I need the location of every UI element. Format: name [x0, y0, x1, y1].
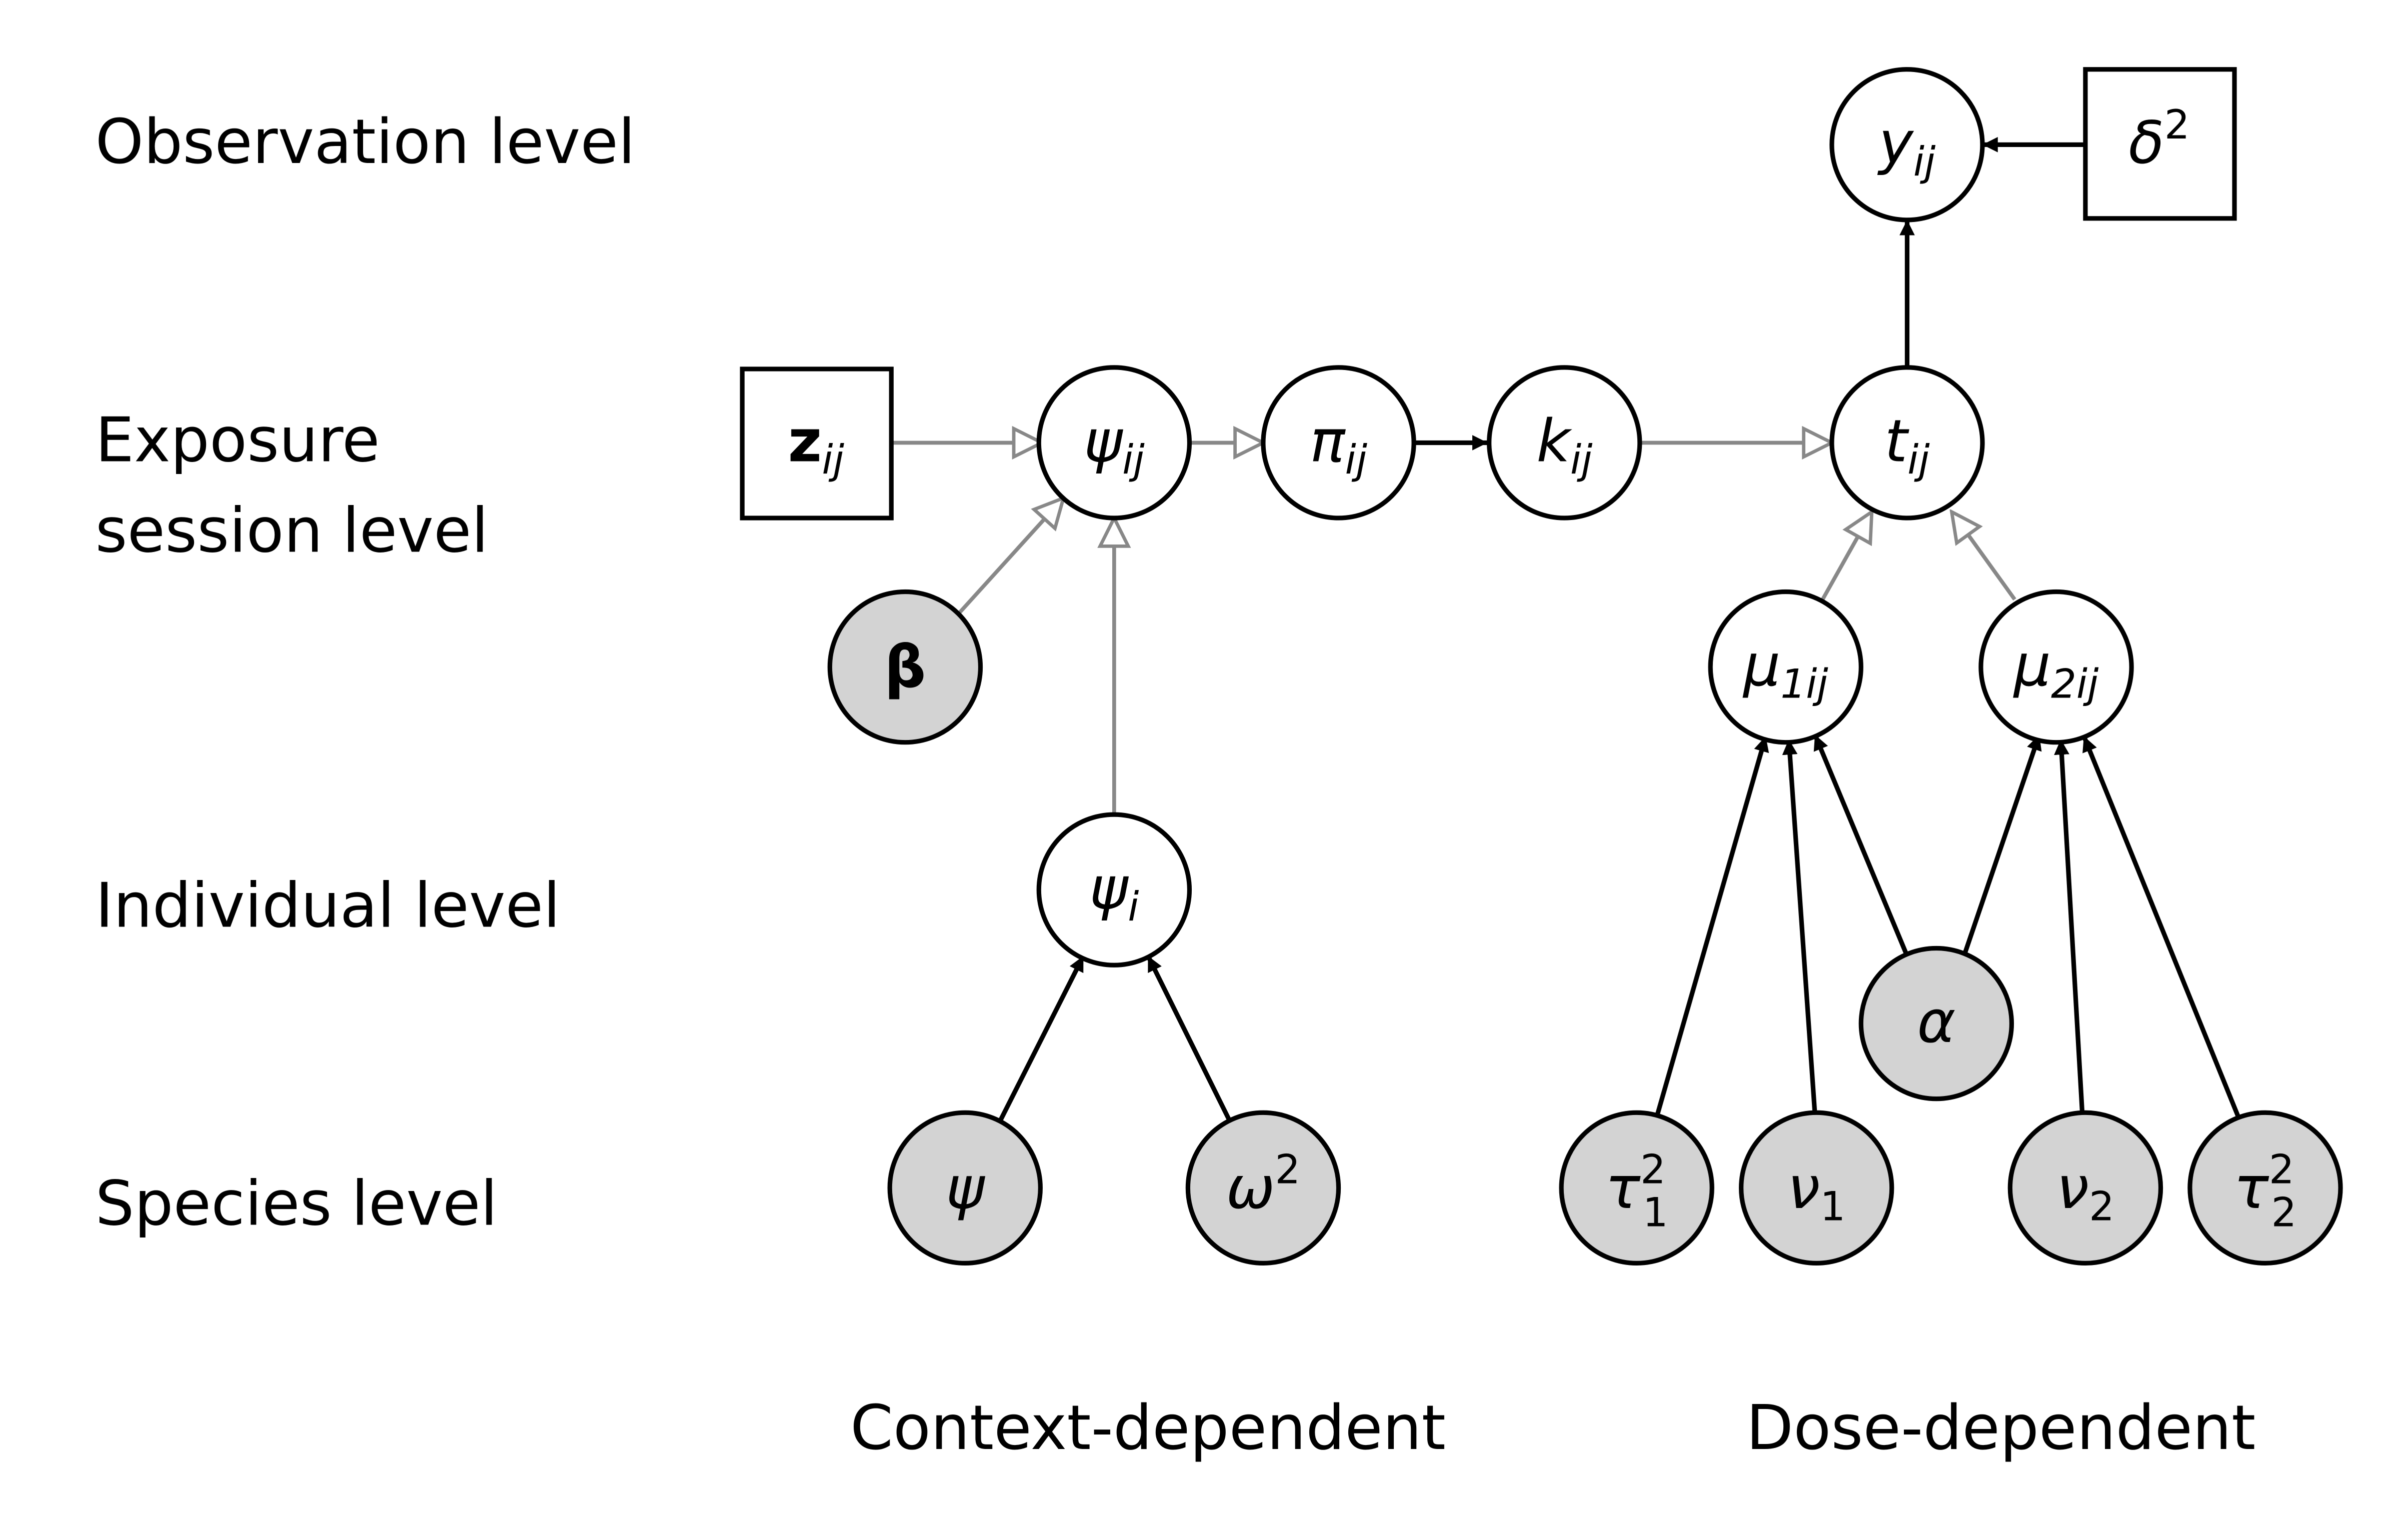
edge-alpha-to-mu1 — [1812, 734, 1909, 957]
node-psi — [887, 1110, 1043, 1266]
edge-mu2-to-t — [1952, 512, 2016, 601]
label-alpha: α — [1917, 988, 1955, 1056]
node-psi-ij — [1036, 365, 1192, 520]
node-psi-i — [1036, 812, 1192, 968]
label-psi-ij: ψij — [1084, 407, 1145, 483]
label-y-ij: yij — [1877, 109, 1936, 185]
label-delta-squared: δ2 — [2128, 102, 2189, 177]
edge-mu1-to-t — [1821, 512, 1871, 600]
node-beta — [827, 589, 983, 745]
edge-omega-to-psi-i — [1146, 954, 1232, 1122]
node-nu2 — [2007, 1110, 2163, 1266]
label-psi-i: ψi — [1089, 854, 1139, 930]
individual-level-label: Individual level — [96, 870, 561, 941]
node-tau2-squared — [2187, 1110, 2343, 1266]
exposure-level-label-line2: session level — [96, 495, 489, 566]
context-dependent-label: Context-dependent — [850, 1392, 1446, 1464]
label-t-ij: tij — [1884, 407, 1930, 483]
node-omega-squared — [1185, 1110, 1341, 1266]
node-delta-squared — [2083, 67, 2237, 221]
edge-tau2-to-mu2 — [2081, 735, 2241, 1120]
label-mu-2ij: μ2ij — [2013, 632, 2099, 708]
edge-tau1-to-mu1 — [1654, 736, 1769, 1118]
node-y-ij — [1829, 67, 1985, 222]
node-mu-1ij — [1708, 589, 1863, 745]
edge-nu1-to-mu1 — [1782, 739, 1817, 1114]
edge-psi-to-psi-i — [998, 954, 1086, 1122]
label-nu1: ν1 — [1787, 1154, 1845, 1230]
label-pi-ij: πij — [1310, 407, 1368, 483]
node-mu-2ij — [1978, 589, 2134, 745]
node-t-ij — [1829, 365, 1985, 520]
node-z-ij — [740, 366, 894, 520]
node-pi-ij — [1261, 365, 1416, 520]
observation-level-label: Observation level — [96, 106, 636, 178]
edge-beta-to-psi-ij — [957, 498, 1063, 615]
edge-alpha-to-mu2 — [1961, 734, 2042, 957]
label-mu-1ij: μ1ij — [1742, 632, 1828, 708]
node-alpha — [1858, 946, 2014, 1102]
node-nu1 — [1738, 1110, 1894, 1266]
edge-nu2-to-mu2 — [2054, 739, 2085, 1114]
node-tau1-squared — [1559, 1110, 1714, 1266]
label-k-ij: kij — [1536, 407, 1593, 483]
exposure-level-label-line1: Exposure — [96, 404, 380, 476]
label-beta: β — [884, 633, 926, 701]
node-k-ij — [1487, 365, 1642, 520]
label-omega-squared: ω2 — [1226, 1146, 1301, 1222]
label-nu2: ν2 — [2056, 1154, 2114, 1230]
dose-dependent-label: Dose-dependent — [1746, 1392, 2256, 1464]
label-psi: ψ — [946, 1154, 985, 1222]
species-level-label: Species level — [96, 1168, 498, 1240]
label-z-ij: zij — [788, 407, 845, 483]
